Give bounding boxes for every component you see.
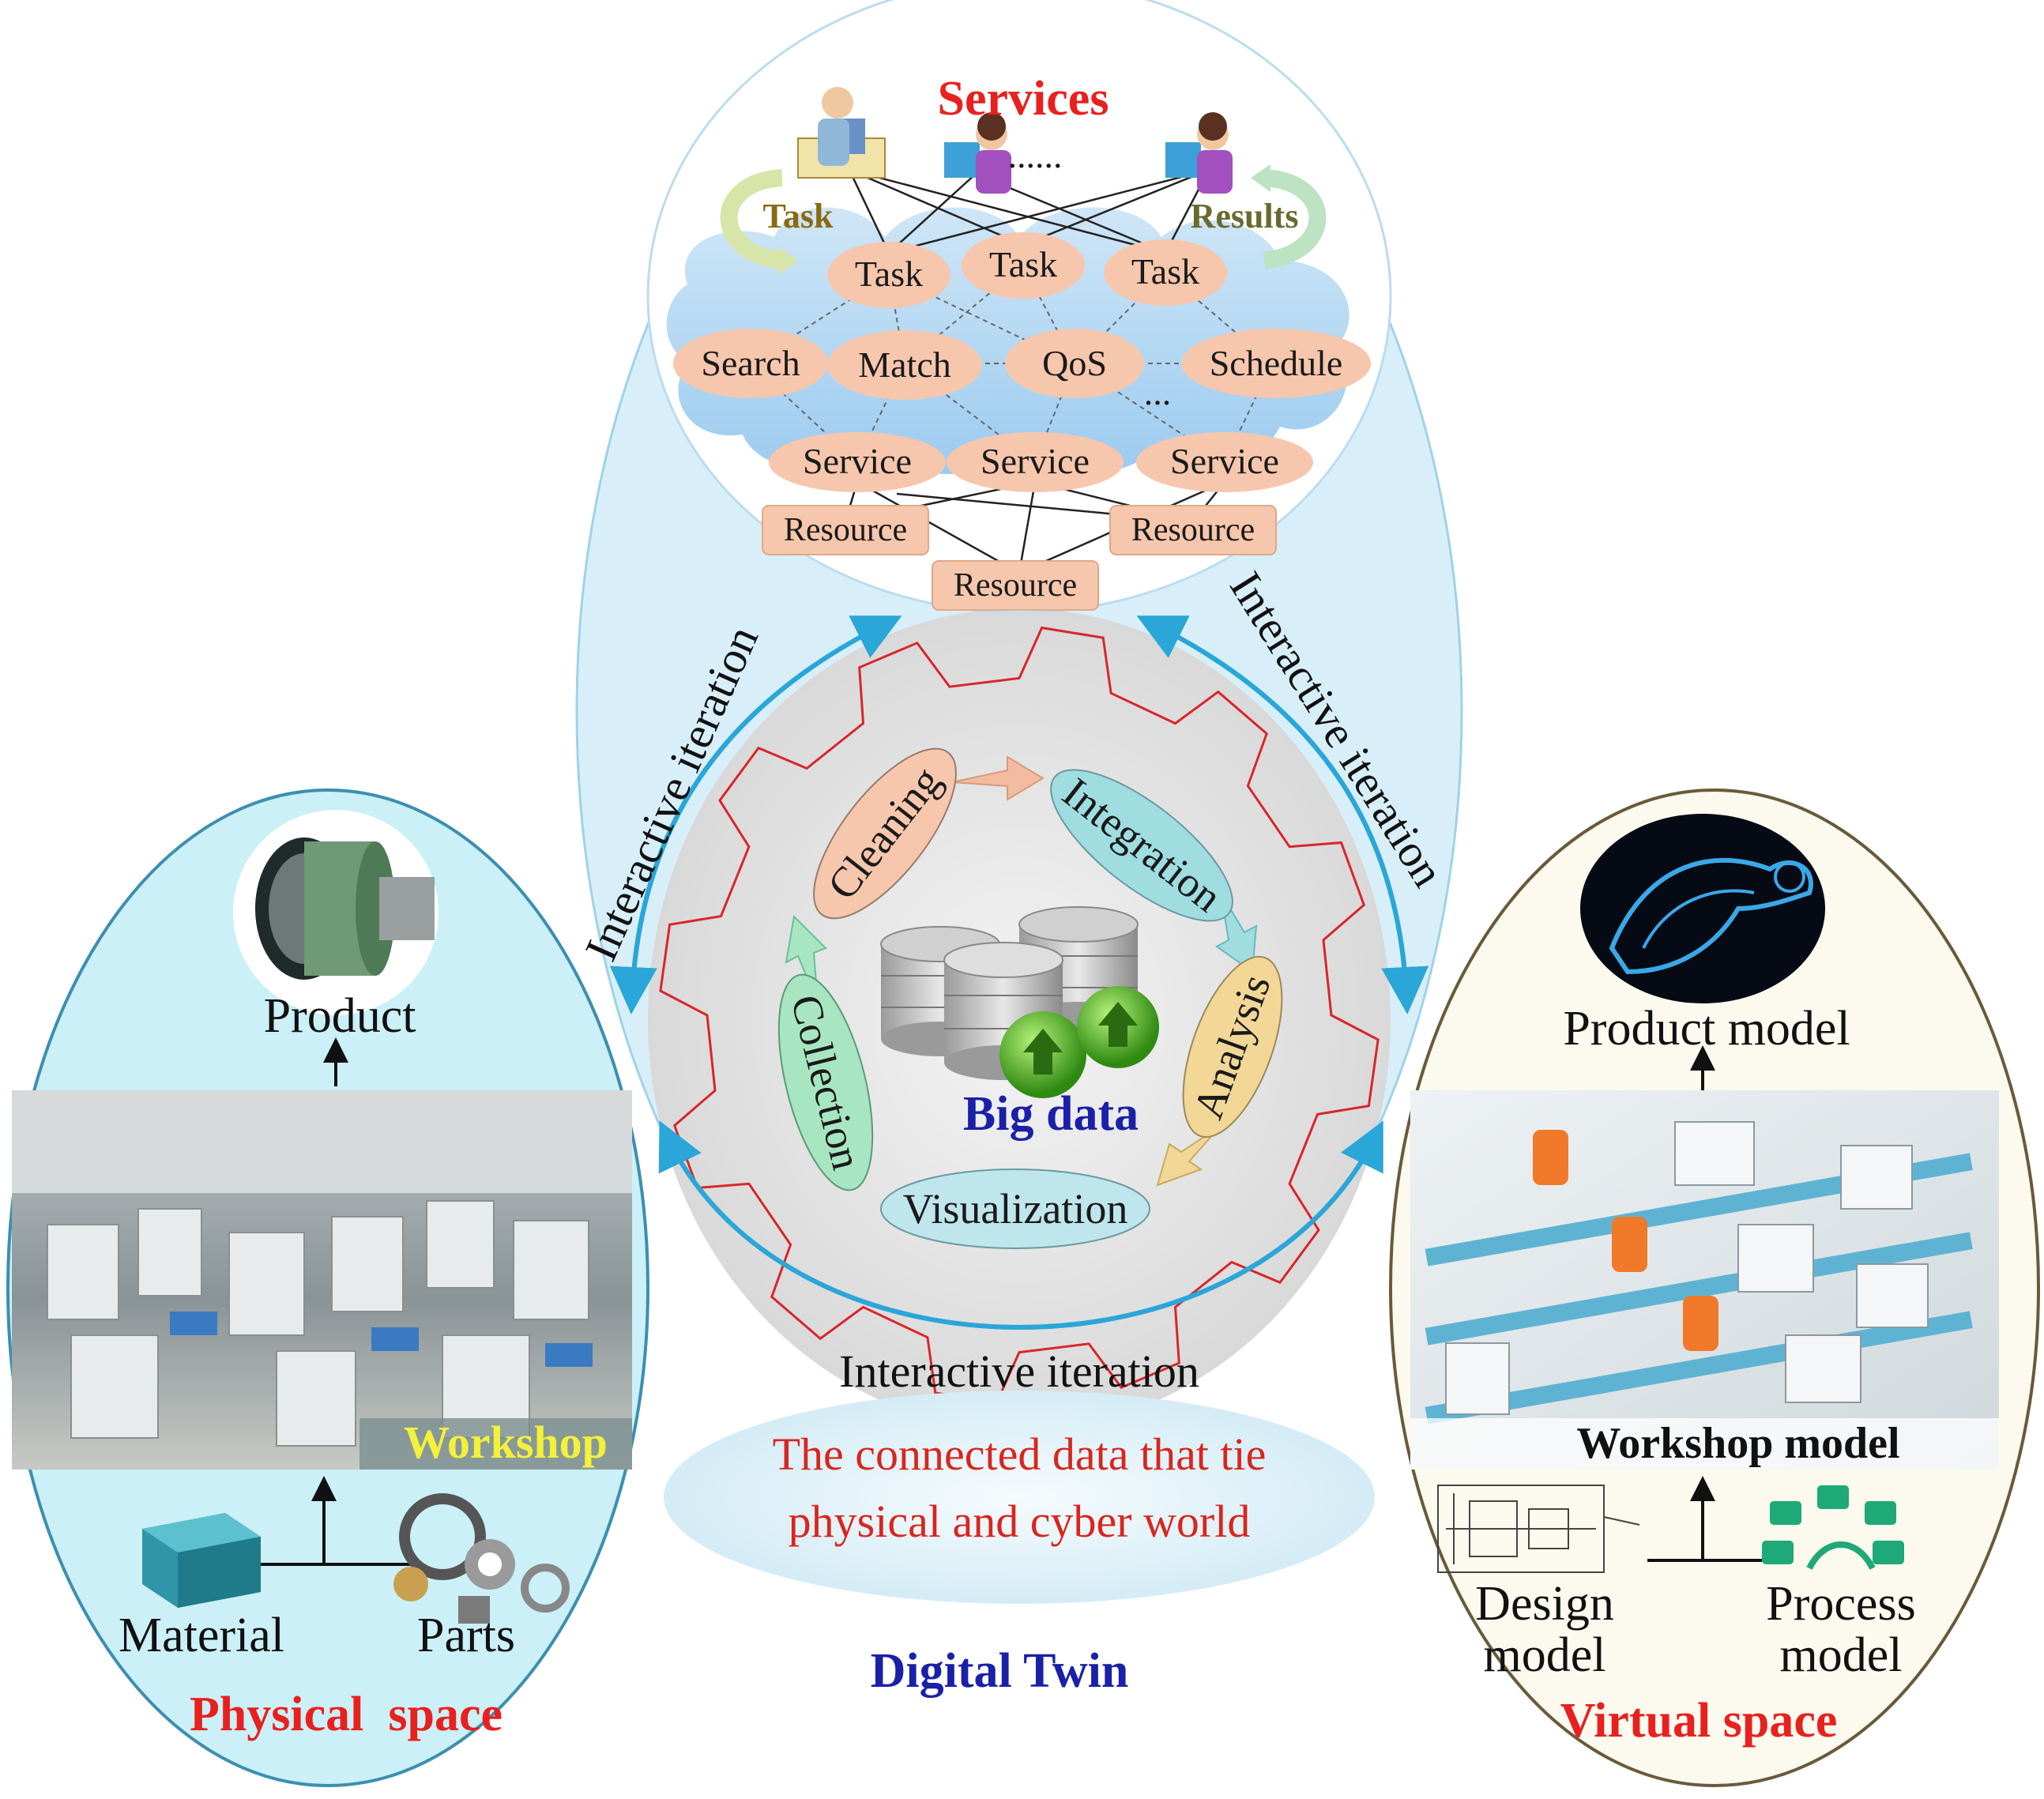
user-icon-2 bbox=[944, 112, 1011, 194]
svg-text:Visualization: Visualization bbox=[903, 1185, 1128, 1233]
product-label: Product bbox=[264, 989, 416, 1043]
engine-icon bbox=[233, 810, 439, 1015]
process-model-icon bbox=[1762, 1485, 1904, 1570]
svg-text:Service: Service bbox=[981, 441, 1090, 481]
svg-text:Service: Service bbox=[1170, 441, 1279, 481]
service-node-3: Service bbox=[1136, 432, 1313, 492]
user-icon-3 bbox=[1165, 112, 1233, 194]
task-cycle-arrow bbox=[720, 169, 784, 269]
workshop-label: Workshop bbox=[404, 1417, 608, 1468]
design-model-label-2: model bbox=[1484, 1628, 1606, 1682]
svg-text:Resource: Resource bbox=[1131, 512, 1255, 548]
task-label: Task bbox=[763, 197, 834, 235]
results-cycle-arrow bbox=[1263, 169, 1327, 269]
svg-text:Schedule: Schedule bbox=[1210, 343, 1343, 383]
product-model-icon bbox=[1580, 814, 1825, 1003]
svg-text:Task: Task bbox=[855, 254, 923, 294]
workshop-model-label: Workshop model bbox=[1576, 1419, 1899, 1468]
iteration-label-bottom: Interactive iteration bbox=[839, 1345, 1199, 1397]
big-data-title: Big data bbox=[963, 1087, 1139, 1141]
svg-text:Service: Service bbox=[803, 441, 912, 481]
physical-space-title: Physical space bbox=[190, 1688, 503, 1741]
virtual-space-title: Virtual space bbox=[1560, 1694, 1838, 1748]
svg-text:Task: Task bbox=[989, 244, 1057, 284]
user-icon-1 bbox=[797, 87, 886, 179]
svg-text:Search: Search bbox=[701, 343, 800, 383]
task-node-2: Task bbox=[962, 232, 1085, 299]
resource-box-2: Resource bbox=[1109, 505, 1277, 555]
workshop-photo: Workshop bbox=[12, 1090, 632, 1470]
results-label: Results bbox=[1191, 197, 1299, 235]
task-node-3: Task bbox=[1104, 239, 1227, 306]
service-node-2: Service bbox=[947, 432, 1124, 492]
digital-twin-title: Digital Twin bbox=[871, 1644, 1129, 1698]
process-model-label-1: Process bbox=[1766, 1577, 1915, 1631]
design-model-label-1: Design bbox=[1475, 1577, 1614, 1631]
svg-text:Resource: Resource bbox=[784, 512, 907, 548]
connected-line-2: physical and cyber world bbox=[789, 1496, 1251, 1547]
visualization-step: Visualization bbox=[880, 1169, 1150, 1249]
schedule-node: Schedule bbox=[1181, 329, 1371, 398]
connected-line-1: The connected data that tie bbox=[773, 1428, 1267, 1480]
design-model-icon bbox=[1437, 1485, 1640, 1573]
process-model-label-2: model bbox=[1780, 1628, 1903, 1682]
gear-outline bbox=[659, 626, 1380, 1405]
material-icon bbox=[142, 1513, 261, 1608]
services-title: Services bbox=[938, 72, 1109, 126]
arrow-analysis-visualization bbox=[1156, 1125, 1222, 1187]
material-label: Material bbox=[119, 1609, 284, 1662]
workshop-model-render: Workshop model bbox=[1410, 1090, 1999, 1470]
product-model-label: Product model bbox=[1563, 1002, 1850, 1056]
services-ellipsis: ...... bbox=[1008, 135, 1063, 175]
resource-box-3: Resource bbox=[932, 560, 1099, 611]
svg-text:Match: Match bbox=[858, 344, 951, 385]
analysis-step: Analysis bbox=[1182, 955, 1283, 1138]
parts-icon bbox=[393, 1493, 570, 1624]
connected-data-ellipse bbox=[664, 1391, 1375, 1604]
middle-more-ellipsis: ... bbox=[1144, 372, 1172, 412]
svg-text:QoS: QoS bbox=[1042, 343, 1107, 383]
resource-box-1: Resource bbox=[762, 505, 929, 555]
service-node-1: Service bbox=[769, 432, 946, 492]
database-icon bbox=[880, 906, 1159, 1098]
svg-text:Resource: Resource bbox=[954, 567, 1077, 604]
svg-text:Task: Task bbox=[1131, 251, 1199, 292]
parts-label: Parts bbox=[417, 1609, 515, 1662]
user-task-lines bbox=[848, 168, 1210, 254]
big-data-cycle: Cleaning Integration Analysis Visualizat… bbox=[777, 747, 1283, 1249]
arrow-cleaning-integration bbox=[951, 755, 1045, 801]
qos-node: QoS bbox=[1005, 329, 1144, 398]
task-node-1: Task bbox=[827, 242, 950, 308]
search-node: Search bbox=[673, 329, 828, 398]
match-node: Match bbox=[827, 330, 982, 400]
